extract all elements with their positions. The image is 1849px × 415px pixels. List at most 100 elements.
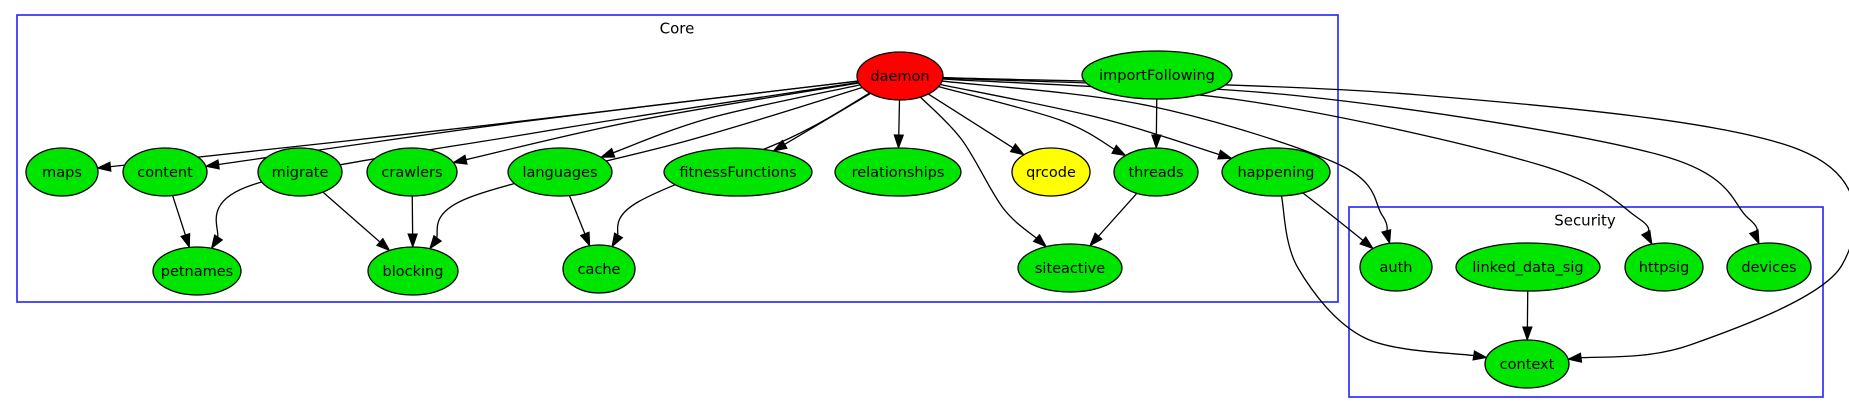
node-migrate-label: migrate — [272, 165, 329, 181]
node-crawlers: crawlers — [366, 147, 458, 197]
arrowhead-migrate-blocking — [375, 237, 391, 252]
node-relationships-label: relationships — [852, 165, 945, 181]
node-content-label: content — [137, 165, 193, 181]
edge-daemon-crawlers — [462, 82, 859, 161]
node-devices-label: devices — [1741, 260, 1796, 276]
arrowhead-daemon-qrcode — [1009, 143, 1026, 156]
node-fitnessFunctions: fitnessFunctions — [663, 147, 813, 197]
arrowhead-crawlers-blocking — [407, 233, 418, 249]
arrowhead-daemon-siteactive — [1032, 233, 1048, 248]
arrowhead-daemon-devices — [1748, 229, 1760, 246]
edge-languages-cache — [568, 195, 587, 237]
node-daemon: daemon — [856, 51, 944, 101]
node-cache-shape — [562, 244, 636, 294]
node-migrate-shape — [257, 147, 343, 197]
arrowhead-daemon-fitnessFunctions — [772, 139, 788, 152]
node-threads-shape — [1113, 147, 1199, 197]
arrowhead-daemon-blocking — [428, 234, 443, 250]
cluster-security-label: Security — [1554, 211, 1616, 229]
node-fitnessFunctions-shape — [663, 147, 813, 197]
edge-daemon-relationships — [898, 99, 901, 139]
node-languages-label: languages — [522, 165, 597, 181]
node-blocking-label: blocking — [383, 264, 444, 280]
node-context: context — [1484, 339, 1570, 389]
node-context-shape — [1484, 339, 1570, 389]
edge-daemon-threads — [938, 85, 1118, 152]
node-auth-shape — [1359, 242, 1433, 292]
edge-daemon-auth — [941, 80, 1388, 234]
cluster-core-box — [16, 14, 1339, 303]
arrowhead-daemon-auth — [1381, 228, 1392, 245]
node-importFollowing-shape — [1081, 50, 1233, 100]
edge-daemon-petnames — [215, 81, 859, 241]
node-petnames-shape — [152, 246, 242, 296]
node-content-shape — [122, 147, 208, 197]
arrowhead-importFollowing-threads — [1151, 134, 1162, 150]
edge-happening-auth — [1302, 192, 1366, 243]
node-qrcode-shape — [1011, 147, 1091, 197]
arrowhead-daemon-content — [204, 159, 220, 170]
node-content: content — [122, 147, 208, 197]
edge-daemon-happening — [940, 83, 1223, 157]
node-qrcode: qrcode — [1011, 147, 1091, 197]
node-cache-label: cache — [578, 262, 621, 278]
node-siteactive: siteactive — [1017, 243, 1123, 293]
node-petnames-label: petnames — [161, 264, 234, 280]
node-auth: auth — [1359, 242, 1433, 292]
node-linked_data_sig-label: linked_data_sig — [1472, 260, 1583, 276]
cluster-security-box — [1348, 206, 1824, 398]
node-httpsig-shape — [1624, 242, 1704, 292]
edge-daemon-qrcode — [928, 93, 1016, 150]
node-httpsig-label: httpsig — [1639, 260, 1690, 276]
node-devices-shape — [1726, 242, 1812, 292]
node-blocking-shape — [367, 246, 459, 296]
node-threads-label: threads — [1128, 165, 1183, 181]
node-auth-label: auth — [1380, 260, 1413, 276]
arrowhead-happening-context — [1472, 350, 1489, 361]
edge-daemon-languages — [610, 84, 861, 155]
arrowhead-daemon-httpsig — [1640, 229, 1653, 246]
node-linked_data_sig-shape — [1455, 242, 1601, 292]
arrowhead-daemon-context — [1566, 352, 1583, 363]
node-maps-shape — [25, 147, 99, 197]
node-threads: threads — [1113, 147, 1199, 197]
node-petnames: petnames — [152, 246, 242, 296]
arrowhead-daemon-languages — [599, 147, 616, 158]
node-context-label: context — [1500, 357, 1555, 373]
node-importFollowing-label: importFollowing — [1099, 68, 1215, 84]
node-blocking: blocking — [367, 246, 459, 296]
node-importFollowing: importFollowing — [1081, 50, 1233, 100]
arrowhead-daemon-relationships — [893, 134, 905, 150]
arrowhead-daemon-maps — [96, 161, 112, 172]
arrowhead-daemon-cache — [611, 232, 624, 248]
edge-threads-siteactive — [1096, 192, 1138, 239]
edge-daemon-fitnessFunctions — [781, 92, 871, 147]
arrowhead-daemon-threads — [1111, 144, 1127, 157]
arrowhead-daemon-happening — [1217, 149, 1233, 160]
node-httpsig: httpsig — [1624, 242, 1704, 292]
cluster-core-label: Core — [660, 19, 695, 37]
node-daemon-label: daemon — [870, 69, 929, 85]
node-relationships-shape — [834, 147, 962, 197]
node-siteactive-label: siteactive — [1035, 261, 1105, 277]
node-siteactive-shape — [1017, 243, 1123, 293]
arrowhead-daemon-petnames — [210, 234, 224, 250]
node-happening-shape — [1221, 147, 1331, 197]
node-languages-shape — [507, 147, 613, 197]
edge-migrate-blocking — [322, 191, 383, 245]
edge-content-petnames — [172, 195, 187, 239]
edge-daemon-context — [942, 76, 1849, 359]
node-relationships: relationships — [834, 147, 962, 197]
edge-daemon-httpsig — [942, 78, 1650, 236]
arrowhead-languages-cache — [579, 231, 591, 248]
node-happening: happening — [1221, 147, 1331, 197]
node-crawlers-shape — [366, 147, 458, 197]
edge-daemon-blocking — [435, 86, 863, 242]
node-daemon-shape — [856, 51, 944, 101]
node-linked_data_sig: linked_data_sig — [1455, 242, 1601, 292]
node-maps: maps — [25, 147, 99, 197]
edge-happening-context — [1280, 195, 1477, 357]
arrowhead-linked_data_sig-context — [1522, 326, 1533, 342]
arrowhead-daemon-crawlers — [451, 154, 468, 165]
